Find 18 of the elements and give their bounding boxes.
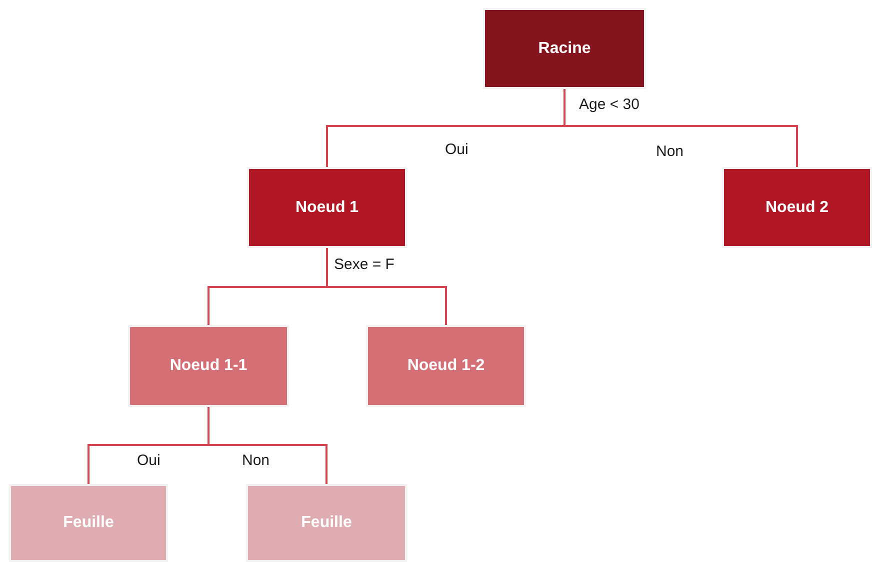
node-label: Noeud 1: [295, 198, 359, 216]
connector-line: [208, 405, 328, 486]
node-label: Racine: [538, 40, 591, 58]
tree-node-box: [249, 169, 405, 246]
connector-line: [326, 246, 447, 327]
tree-node-box: [248, 486, 405, 560]
tree-node-box: [130, 327, 287, 405]
tree-node-box: [11, 486, 166, 560]
node-label: Noeud 2: [765, 198, 829, 216]
node-label: Feuille: [301, 514, 352, 532]
tree-node-box: [368, 327, 524, 405]
tree-node-box: [485, 10, 644, 87]
connector-line: [564, 87, 798, 169]
node-label: Noeud 1-2: [407, 357, 485, 375]
tree-node-box: [724, 169, 870, 246]
split-condition: Age < 30: [578, 96, 640, 113]
node-label: Feuille: [63, 514, 114, 532]
node-label: Noeud 1-1: [170, 357, 248, 375]
